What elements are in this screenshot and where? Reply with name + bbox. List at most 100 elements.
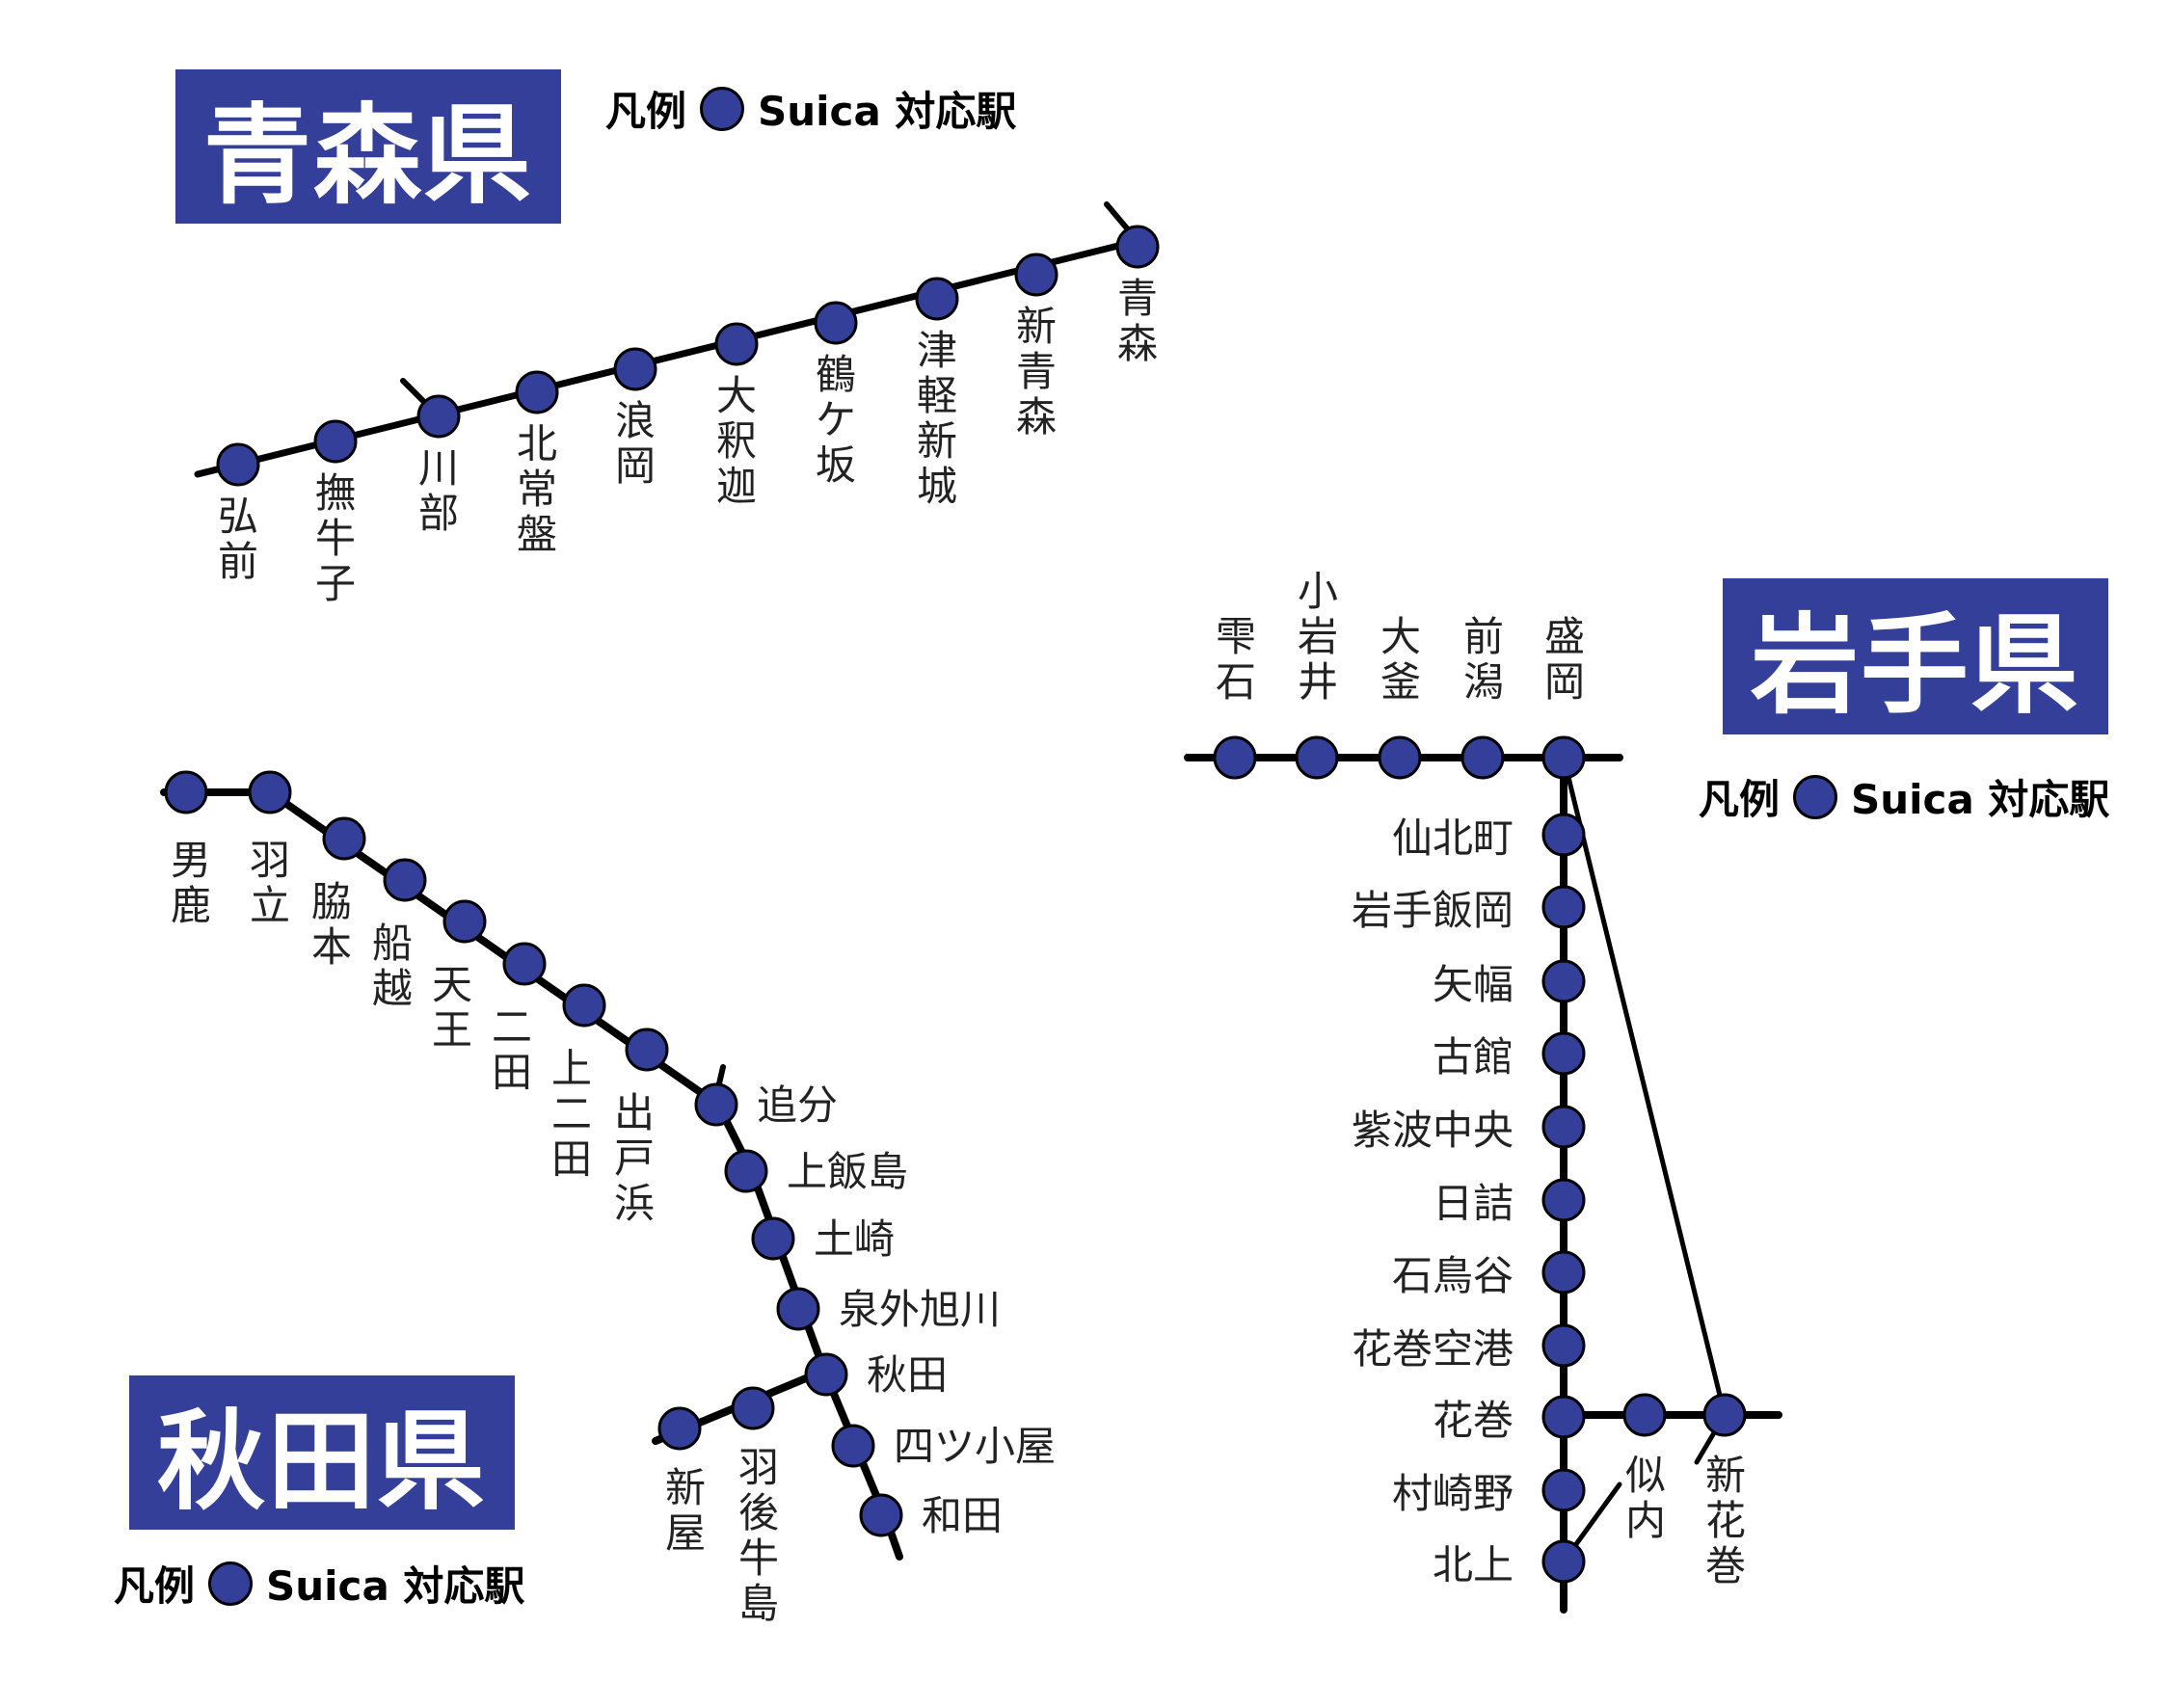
station-dot[interactable] (1460, 735, 1505, 780)
station-dot[interactable] (1622, 1393, 1667, 1437)
station-label: 四ツ小屋 (894, 1423, 1056, 1470)
station-dot[interactable] (1295, 735, 1339, 780)
station-label: 天王 (432, 961, 472, 1054)
station-label: 二田 (492, 1003, 532, 1096)
station-label: 泉外旭川 (839, 1286, 1001, 1333)
station-label: 出戸浜 (614, 1089, 655, 1227)
station-dot[interactable] (248, 770, 292, 814)
station-dot[interactable] (804, 1352, 848, 1397)
station-dot[interactable] (1541, 1178, 1586, 1222)
station-dot[interactable] (1541, 813, 1586, 857)
legend-iwate: 凡例 Suica 対応駅 (1699, 767, 2109, 826)
legend-label: 凡例 (605, 88, 687, 135)
station-dot[interactable] (776, 1287, 820, 1331)
station-label: 新花巻 (1705, 1452, 1746, 1589)
station-label: 古館 (1433, 1033, 1514, 1081)
station-dot[interactable] (731, 1386, 775, 1430)
station-dot[interactable] (502, 942, 547, 986)
legend-text: Suica 対応駅 (758, 88, 1017, 135)
station-dot[interactable] (613, 347, 657, 391)
station-label: 鶴ケ坂 (816, 351, 856, 489)
station-dot[interactable] (915, 277, 959, 321)
station-dot[interactable] (1541, 1539, 1586, 1584)
station-label: 秋田 (867, 1351, 948, 1399)
legend-station-dot-icon (700, 86, 745, 131)
station-label: 津軽新城 (917, 327, 957, 510)
station-dot[interactable] (1702, 1393, 1747, 1437)
station-label: 紫波中央 (1352, 1107, 1514, 1154)
station-label: 大釜 (1380, 613, 1421, 706)
station-label: 仙北町 (1392, 814, 1514, 862)
station-label: 大釈迦 (716, 372, 757, 510)
station-label: 村崎野 (1392, 1470, 1514, 1517)
station-label: 花巻空港 (1352, 1325, 1514, 1373)
station-dot[interactable] (1541, 735, 1586, 780)
station-dot[interactable] (562, 983, 606, 1027)
station-dot[interactable] (1541, 959, 1586, 1003)
legend-text: Suica 対応駅 (266, 1562, 525, 1610)
station-label: 撫牛子 (315, 469, 356, 607)
station-dot[interactable] (814, 301, 858, 345)
station-dot[interactable] (657, 1406, 702, 1451)
station-label: 北常盤 (517, 420, 557, 558)
station-dot[interactable] (625, 1027, 669, 1072)
station-dot[interactable] (313, 419, 358, 464)
station-label: 上二田 (551, 1045, 592, 1183)
station-dot[interactable] (1541, 1468, 1586, 1512)
legend-akita: 凡例 Suica 対応駅 (114, 1554, 524, 1613)
station-label: 前潟 (1463, 613, 1504, 706)
station-dot[interactable] (751, 1216, 795, 1261)
legend-station-dot-icon (208, 1561, 254, 1606)
station-dot[interactable] (831, 1424, 875, 1468)
station-label: 羽後牛島 (738, 1444, 779, 1627)
station-label: 追分 (757, 1081, 838, 1129)
station-label: 花巻 (1433, 1397, 1514, 1444)
legend-aomori: 凡例 Suica 対応駅 (605, 79, 1016, 138)
station-dot[interactable] (216, 442, 260, 487)
station-label: 新屋 (665, 1464, 706, 1557)
station-label: 羽立 (250, 837, 290, 929)
station-dot[interactable] (1213, 735, 1257, 780)
station-dot[interactable] (714, 322, 759, 366)
station-label: 船越 (372, 920, 413, 1012)
station-label: 川部 (418, 444, 459, 537)
station-dot[interactable] (164, 770, 208, 814)
station-dot[interactable] (442, 899, 487, 944)
station-dot[interactable] (1014, 253, 1058, 297)
station-label: 盛岡 (1544, 613, 1585, 706)
station-label: 土崎 (814, 1215, 895, 1263)
line-shinkansen (1561, 755, 1728, 1418)
station-label: 青森 (1117, 275, 1158, 367)
station-dot[interactable] (1378, 735, 1422, 780)
station-label: 小岩井 (1298, 568, 1338, 706)
legend-text: Suica 対応駅 (1851, 776, 2110, 823)
station-label: 矢幅 (1433, 961, 1514, 1008)
station-label: 弘前 (218, 493, 258, 585)
station-dot[interactable] (322, 816, 366, 861)
station-dot[interactable] (383, 858, 427, 902)
station-label: 似内 (1625, 1452, 1666, 1544)
station-dot[interactable] (1541, 1395, 1586, 1439)
station-dot[interactable] (1541, 1105, 1586, 1149)
station-dot[interactable] (1115, 225, 1160, 269)
station-label: 上飯島 (787, 1148, 908, 1195)
station-dot[interactable] (515, 370, 559, 414)
station-dot[interactable] (694, 1082, 738, 1127)
legend-label: 凡例 (114, 1562, 196, 1610)
legend-label: 凡例 (1699, 776, 1781, 823)
station-label: 新青森 (1016, 303, 1057, 440)
station-label: 和田 (922, 1492, 1003, 1539)
legend-station-dot-icon (1793, 774, 1838, 819)
station-label: 北上 (1433, 1541, 1514, 1588)
station-label: 石鳥谷 (1392, 1252, 1514, 1299)
station-label: 男鹿 (171, 837, 211, 929)
station-dot[interactable] (1541, 885, 1586, 929)
station-dot[interactable] (1541, 1031, 1586, 1076)
station-dot[interactable] (724, 1149, 768, 1193)
station-dot[interactable] (416, 394, 461, 439)
station-dot[interactable] (859, 1493, 903, 1537)
station-dot[interactable] (1541, 1250, 1586, 1294)
region-title-akita: 秋田県 (129, 1375, 515, 1530)
station-dot[interactable] (1541, 1323, 1586, 1368)
